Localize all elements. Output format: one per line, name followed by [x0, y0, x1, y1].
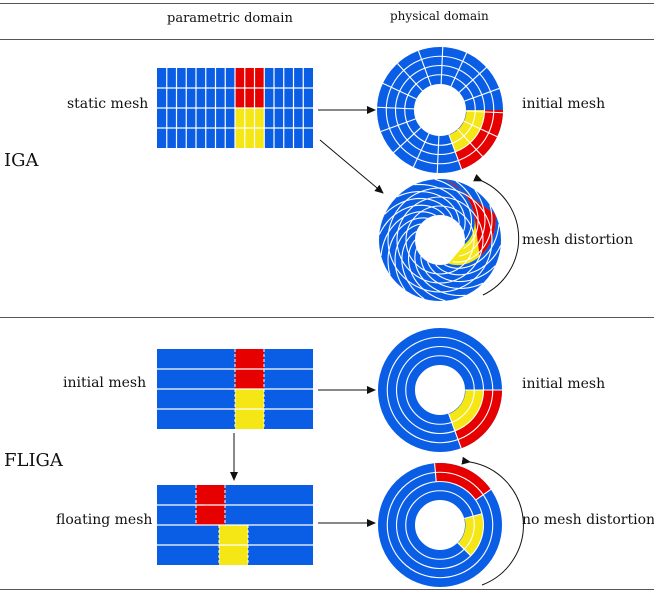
fliga-floating-parametric-grid [157, 485, 313, 565]
fliga-initial-parametric-grid [157, 349, 313, 429]
annulus-red-sector [454, 390, 502, 449]
fliga-initial-annulus [378, 328, 502, 452]
annulus-radial-line [436, 135, 440, 173]
annulus-spiral-line [401, 230, 425, 300]
annulus-radial-line [393, 127, 422, 153]
annulus-radial-line [434, 463, 437, 482]
annulus-radial-line [464, 513, 483, 520]
annulus-radial-line [377, 106, 415, 110]
iga-rotation-arc-arrow [473, 174, 520, 296]
annulus-spiral-line [407, 239, 446, 302]
annulus-radial-line [448, 134, 463, 170]
annulus-yellow-sector [449, 110, 485, 152]
annulus-spiral-line [434, 178, 473, 241]
floating-grid-dashed-lines [195, 485, 249, 565]
middle-rule [0, 317, 654, 318]
annulus-spiral-line [380, 211, 436, 256]
annulus-radial-line [440, 47, 444, 85]
top-rule [0, 3, 654, 4]
iga-arrow-to-distorted [319, 139, 384, 194]
header-physical-domain: physical domain [390, 9, 489, 23]
fliga-grid-dashed-lines [234, 349, 265, 429]
floating-grid-row-lines [157, 504, 313, 546]
annulus-spiral-line [426, 261, 496, 283]
annulus-yellow-sector [458, 513, 484, 556]
annulus-ring-line [405, 490, 475, 560]
annulus-radial-line [448, 413, 456, 432]
bottom-rule [0, 589, 654, 590]
annulus-radial-line [465, 110, 503, 114]
annulus-yellow-sector [448, 390, 484, 431]
annulus-ring-line [405, 205, 475, 275]
iga-grid-lines [157, 68, 313, 148]
annulus-spiral-line [387, 217, 428, 276]
iga-parametric-grid [157, 68, 313, 148]
annulus-spiral-line [435, 245, 502, 276]
header-parametric-domain: parametric domain [167, 11, 293, 26]
annulus-spiral-line [459, 189, 486, 257]
annulus-radial-line [457, 128, 483, 157]
annulus-ring-line [404, 74, 476, 146]
annulus-ring-line [396, 196, 484, 284]
annulus-spiral-line [394, 223, 421, 291]
fliga-rotation-arc-arrow [461, 456, 524, 586]
annulus-spiral-line [384, 197, 454, 219]
annulus-spiral-line [414, 183, 466, 232]
header-rule [0, 39, 654, 40]
annulus-radial-line [475, 488, 492, 501]
annulus-radial-line [457, 542, 472, 557]
fliga-floating-mesh-label: floating mesh [56, 512, 153, 528]
annulus-spiral-line [396, 190, 460, 224]
annulus-spiral-line [444, 224, 500, 269]
annulus-spiral-line [420, 256, 484, 290]
fliga-initial-mesh-label: initial mesh [63, 375, 147, 391]
annulus-ring-line [394, 64, 486, 156]
annulus-ring-line [395, 480, 485, 570]
fliga-no-mesh-distortion-label: no mesh distortion [522, 512, 654, 528]
annulus-spiral-line [378, 204, 445, 235]
annulus-radial-line [458, 67, 487, 93]
annulus-radial-line [450, 52, 468, 87]
annulus-radial-line [382, 82, 417, 100]
annulus-radial-line [463, 120, 498, 138]
annulus-radial-line [417, 50, 432, 86]
annulus-spiral-line [452, 204, 493, 263]
annulus-radial-line [464, 87, 500, 102]
iga-mesh-distortion-label: mesh distortion [522, 232, 634, 248]
iga-initial-mesh-label: initial mesh [522, 96, 606, 112]
iga-static-mesh-label: static mesh [67, 96, 149, 112]
annulus-ring-line [385, 55, 495, 165]
annulus-spiral-line [455, 180, 479, 250]
annulus-ring-line [386, 471, 494, 579]
annulus-radial-line [454, 430, 462, 449]
annulus-red-sector [434, 463, 491, 501]
annulus-radial-line [380, 118, 416, 133]
annulus-radial-line [397, 63, 423, 92]
fliga-floating-annulus [378, 463, 502, 587]
annulus-ring-line [405, 355, 475, 425]
annulus-radial-line [412, 133, 430, 168]
fliga-right-initial-mesh-label: initial mesh [522, 376, 606, 392]
fliga-title: FLIGA [4, 450, 63, 471]
annulus-spiral-line [414, 248, 466, 297]
iga-initial-annulus [377, 47, 503, 173]
iga-title: IGA [4, 150, 39, 171]
iga-distorted-annulus [378, 178, 502, 302]
